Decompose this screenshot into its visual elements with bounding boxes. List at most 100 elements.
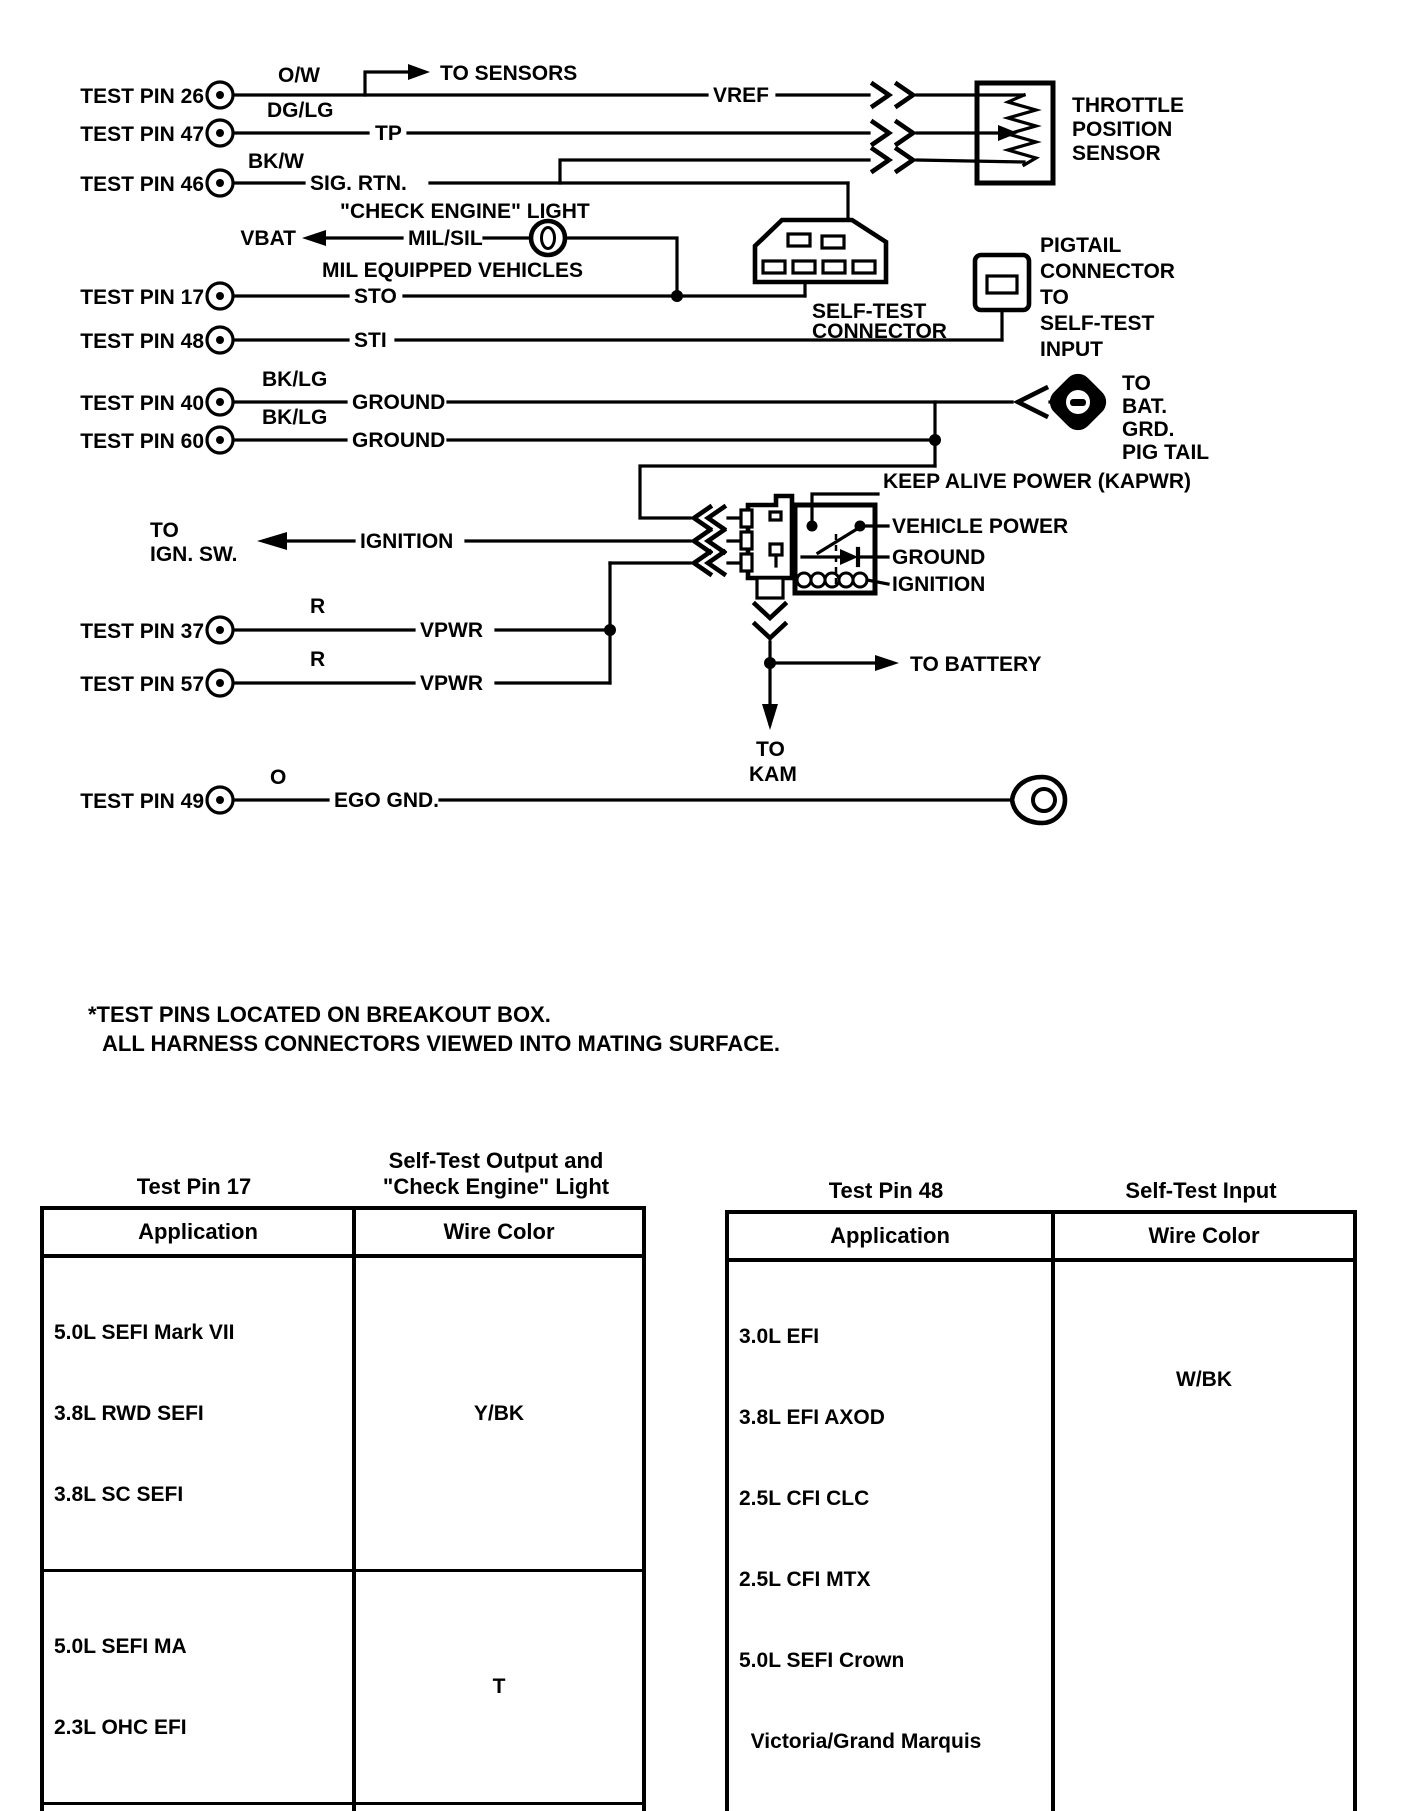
vbat-arrow-icon [302,230,326,246]
col-header-application: Application [138,1219,258,1244]
ignition-arrow-icon [257,532,287,550]
mil-equipped-label: MIL EQUIPPED VEHICLES [322,259,583,282]
to-kam-arrow-icon [762,704,778,730]
to-kam-label-1: TO [756,738,785,761]
pigtail-label-4: SELF-TEST [1040,312,1155,335]
signal-ground-40: GROUND [352,391,445,414]
table-row: 5.0L SEFI MA 2.3L OHC EFI T [44,1569,642,1802]
test-pin-48-label: TEST PIN 48 [80,330,204,353]
pigtail-label-3: TO [1040,286,1069,309]
test-pin-17-table: Test Pin 17 Self-Test Output and "Check … [40,1148,646,1811]
test-pin-57-row: TEST PIN 57 R VPWR [80,648,612,698]
wire-color-value: W/BK [1051,1262,1353,1811]
relay-ground-label: GROUND [892,546,985,569]
relay-switch-icon [815,526,860,556]
test-pin-48-table-caption: Test Pin 48 Self-Test Input [725,1178,1357,1204]
table-row: 1.9L EFI T/LB [44,1802,642,1811]
bat-grd-label-1: TO [1122,372,1151,395]
check-engine-light-label: "CHECK ENGINE" LIGHT [340,200,590,223]
col-header-wire-color: Wire Color [1051,1214,1353,1258]
test-pin-26-label: TEST PIN 26 [80,85,204,108]
test-pin-47-row: TEST PIN 47 DG/LG TP [80,99,1018,148]
tps-resistor-icon [1002,92,1042,168]
wire-color-value: T/LB [352,1805,642,1811]
bat-grd-label-2: BAT. [1122,395,1167,418]
caption-test-pin-17: Test Pin 17 [136,1174,252,1199]
junction-dot [671,290,683,302]
throttle-position-sensor: THROTTLE POSITION SENSOR [915,80,1184,186]
caption-test-pin-48: Test Pin 48 [828,1178,944,1203]
bat-grd-pigtail: TO BAT. GRD. PIG TAIL [1049,372,1209,464]
tps-label-1: THROTTLE [1072,94,1184,117]
tps-label-2: POSITION [1072,118,1172,141]
to-sensors-arrow-icon [408,64,430,80]
test-pin-46-label: TEST PIN 46 [80,173,204,196]
self-test-connector-label-1: SELF-TEST [812,300,927,323]
vbat-label: VBAT [240,227,296,250]
wire-color-r-57: R [310,648,325,671]
signal-ego-gnd: EGO GND. [334,789,439,812]
signal-vref: VREF [713,84,769,107]
signal-sto: STO [354,285,397,308]
signal-tp: TP [375,122,402,145]
test-pin-48-table: Test Pin 48 Self-Test Input Application … [725,1178,1357,1811]
eec-power-relay: KEEP ALIVE POWER (KAPWR) VEHICLE POWER G… [792,470,1191,596]
to-battery-arrow-icon [875,655,899,671]
relay-ignition-label: IGNITION [892,573,985,596]
signal-sig-rtn: SIG. RTN. [310,172,407,195]
to-kam-label-2: KAM [749,763,797,786]
to-sensors-label: TO SENSORS [440,62,577,85]
signal-ignition: IGNITION [360,530,453,553]
wire-color-value: Y/BK [352,1258,642,1569]
test-pin-37-row: TEST PIN 37 R VPWR [80,595,612,645]
signal-ground-60: GROUND [352,429,445,452]
to-ign-sw-label-1: TO [150,519,179,542]
test-pin-49-label: TEST PIN 49 [80,790,204,813]
test-pin-47-label: TEST PIN 47 [80,123,204,146]
battery-kam-branch: TO BATTERY TO KAM [749,640,1041,786]
wire-color-bkw: BK/W [248,150,304,173]
test-pin-60-label: TEST PIN 60 [80,430,204,453]
mil-check-engine-row: "CHECK ENGINE" LIGHT VBAT MIL/SIL MIL EQ… [240,200,679,298]
footnote: *TEST PINS LOCATED ON BREAKOUT BOX. ALL … [88,1002,780,1056]
table-row: 5.0L SEFI Mark VII 3.8L RWD SEFI 3.8L SC… [44,1258,642,1569]
wire-color-o-49: O [270,766,286,789]
wire-color-dglg: DG/LG [267,99,334,122]
mil-sil-label: MIL/SIL [408,227,483,250]
footnote-line-1: *TEST PINS LOCATED ON BREAKOUT BOX. [88,1002,551,1027]
wire-color-r-37: R [310,595,325,618]
power-connector-chevrons-icon [689,503,728,578]
wire-color-bklg-40: BK/LG [262,368,327,391]
test-pin-37-label: TEST PIN 37 [80,620,204,643]
table-row: 3.0L EFI 3.8L EFI AXOD 2.5L CFI CLC 2.5L… [729,1262,1353,1811]
relay-coil-icon [795,571,869,589]
to-battery-label: TO BATTERY [910,653,1041,676]
test-pin-49-row: TEST PIN 49 O EGO GND. [80,766,1068,826]
pigtail-label-5: INPUT [1040,338,1103,361]
test-pin-40-label: TEST PIN 40 [80,392,204,415]
col-header-application: Application [830,1223,950,1248]
test-pin-57-label: TEST PIN 57 [80,673,204,696]
vehicle-power-label: VEHICLE POWER [892,515,1068,538]
test-pin-17-row: TEST PIN 17 STO [80,280,807,311]
signal-vpwr-57: VPWR [420,672,483,695]
pigtail-label-2: CONNECTOR [1040,260,1175,283]
test-pin-17-label: TEST PIN 17 [80,286,204,309]
self-test-connector: SELF-TEST CONNECTOR [752,217,947,343]
eec-wiring-diagram: TEST PIN 26 O/W VREF TO SENSORS TEST PIN… [80,62,1209,1056]
caption-self-test-output: Self-Test Output and "Check Engine" Ligh… [382,1148,610,1199]
wire-color-bklg-60: BK/LG [262,406,327,429]
signal-vpwr-37: VPWR [420,619,483,642]
col-header-wire-color: Wire Color [352,1210,642,1254]
self-test-connector-label-2: CONNECTOR [812,320,947,343]
test-pin-48-row: TEST PIN 48 STI [80,308,1004,355]
test-pin-46-row: TEST PIN 46 BK/W SIG. RTN. [80,150,1026,224]
relay-diode-icon [840,549,858,565]
power-connector [726,493,795,642]
wire-color-value: T [352,1572,642,1802]
to-ign-sw-label-2: IGN. SW. [150,543,238,566]
wire-color-ow: O/W [278,64,320,87]
ignition-row: TO IGN. SW. IGNITION [150,519,692,685]
test-pin-40-row: TEST PIN 40 BK/LG GROUND [80,368,1058,420]
bat-grd-label-4: PIG TAIL [1122,441,1209,464]
